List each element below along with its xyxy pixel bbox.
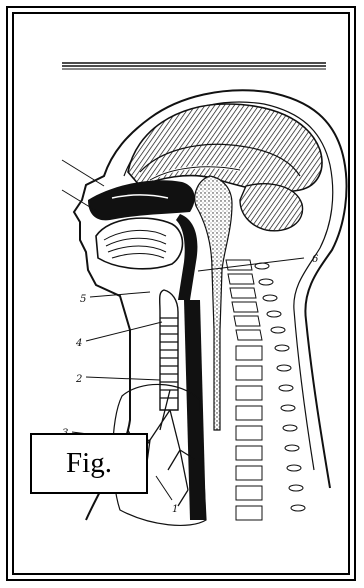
label-4: 4 xyxy=(75,338,82,349)
label-5: 5 xyxy=(80,294,86,305)
tongue xyxy=(96,218,183,269)
figure-caption: Fig. xyxy=(66,447,112,480)
figure-caption-box: Fig. xyxy=(30,433,148,494)
top-rule xyxy=(62,63,326,69)
label-6: 6 xyxy=(312,254,319,265)
label-1: 1 xyxy=(172,504,178,515)
vertebral-column xyxy=(226,260,262,520)
label-2: 2 xyxy=(75,374,82,385)
brain xyxy=(128,104,322,192)
nasal-cavity xyxy=(88,180,195,220)
